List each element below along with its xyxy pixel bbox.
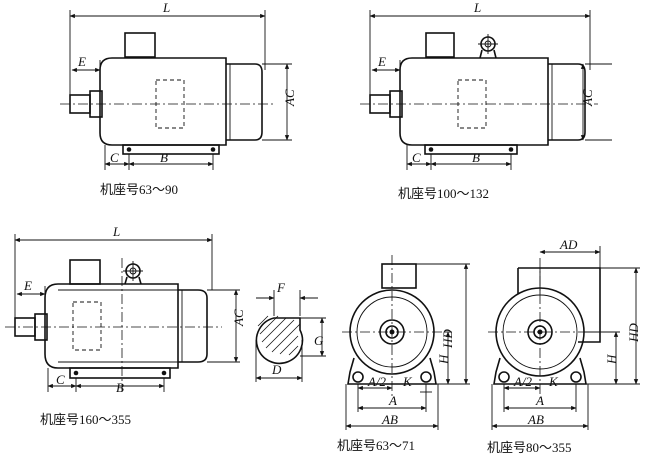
- dim-AC: AC: [580, 89, 595, 107]
- dim-L: L: [473, 0, 481, 15]
- dim-B: B: [472, 150, 480, 165]
- dim-H: H: [436, 354, 451, 365]
- dim-A: A: [388, 393, 397, 408]
- dim-AC: AC: [282, 89, 297, 107]
- dim-B: B: [116, 380, 124, 395]
- dim-F: F: [276, 280, 286, 295]
- caption-frame-80-355: 机座号80～355: [487, 440, 572, 455]
- side-view-frame-63-90: L E AC C B 机座号63～90: [60, 0, 297, 197]
- dim-AC: AC: [231, 309, 246, 327]
- dim-C: C: [56, 372, 65, 387]
- dim-E: E: [23, 278, 32, 293]
- dim-G: G: [314, 333, 324, 348]
- end-view-frame-80-355: AD HD H A/2 K A AB 机座号80～355: [487, 237, 641, 455]
- dim-AD: AD: [559, 237, 578, 252]
- dim-D: D: [271, 362, 282, 377]
- dim-AB: AB: [527, 412, 544, 427]
- side-view-frame-160-355: L E AC C B 机座号160～355: [5, 224, 246, 427]
- dim-K: K: [548, 374, 559, 389]
- dim-A-half: A/2: [367, 374, 387, 389]
- caption-frame-160-355: 机座号160～355: [40, 412, 131, 427]
- caption-frame-100-132: 机座号100～132: [398, 186, 489, 201]
- dim-B: B: [160, 150, 168, 165]
- dim-A-half: A/2: [513, 374, 533, 389]
- dim-A: A: [535, 393, 544, 408]
- end-view-frame-63-71: HD H A/2 K A AB 机座号63～71: [337, 255, 470, 453]
- dim-C: C: [110, 150, 119, 165]
- dim-AB: AB: [381, 412, 398, 427]
- dim-HD: HD: [440, 329, 455, 349]
- shaft-cross-section: F G D: [255, 280, 326, 382]
- dim-L: L: [112, 224, 120, 239]
- caption-frame-63-71: 机座号63～71: [337, 438, 415, 453]
- dim-H: H: [604, 354, 619, 365]
- dim-HD: HD: [626, 323, 641, 343]
- dim-E: E: [377, 54, 386, 69]
- dim-C: C: [412, 150, 421, 165]
- dim-K: K: [402, 374, 413, 389]
- dim-L: L: [162, 0, 170, 15]
- caption-frame-63-90: 机座号63～90: [100, 182, 178, 197]
- dim-E: E: [77, 54, 86, 69]
- side-view-frame-100-132: L E AC C B 机座号100～132: [360, 0, 612, 201]
